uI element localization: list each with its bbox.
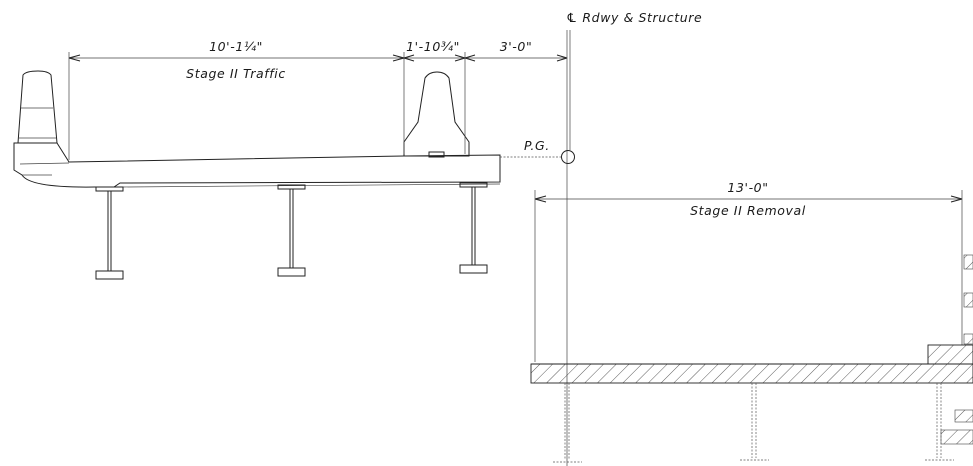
stage-2-removal-section: 13'-0" Stage II Removal: [530, 180, 973, 463]
stage2-traffic-label: Stage II Traffic: [186, 66, 286, 81]
profile-grade-point: P.G.: [500, 138, 575, 164]
centerline: ℄ Rdwy & Structure: [566, 10, 702, 466]
centerline-label: ℄ Rdwy & Structure: [566, 10, 702, 25]
steel-girders: [95, 182, 488, 280]
median-barrier: [403, 71, 470, 157]
deck-slab: [13, 142, 501, 188]
dim-stage2-traffic-width: 10'-1¼": [209, 39, 263, 54]
dim-offset-to-centerline: 3'-0": [500, 39, 533, 54]
existing-girders-dashed: [553, 383, 954, 463]
profile-grade-label: P.G.: [524, 138, 550, 153]
dim-stage2-removal-width: 13'-0": [727, 180, 768, 195]
stage2-removal-label: Stage II Removal: [690, 203, 806, 218]
dim-barrier-width: 1'-10¾": [406, 39, 460, 54]
left-parapet: [17, 70, 58, 144]
stage-2-traffic-section: 10'-1¼" Stage II Traffic 1'-10¾" 3'-0": [13, 39, 568, 280]
removal-deck-hatch: [530, 363, 973, 384]
